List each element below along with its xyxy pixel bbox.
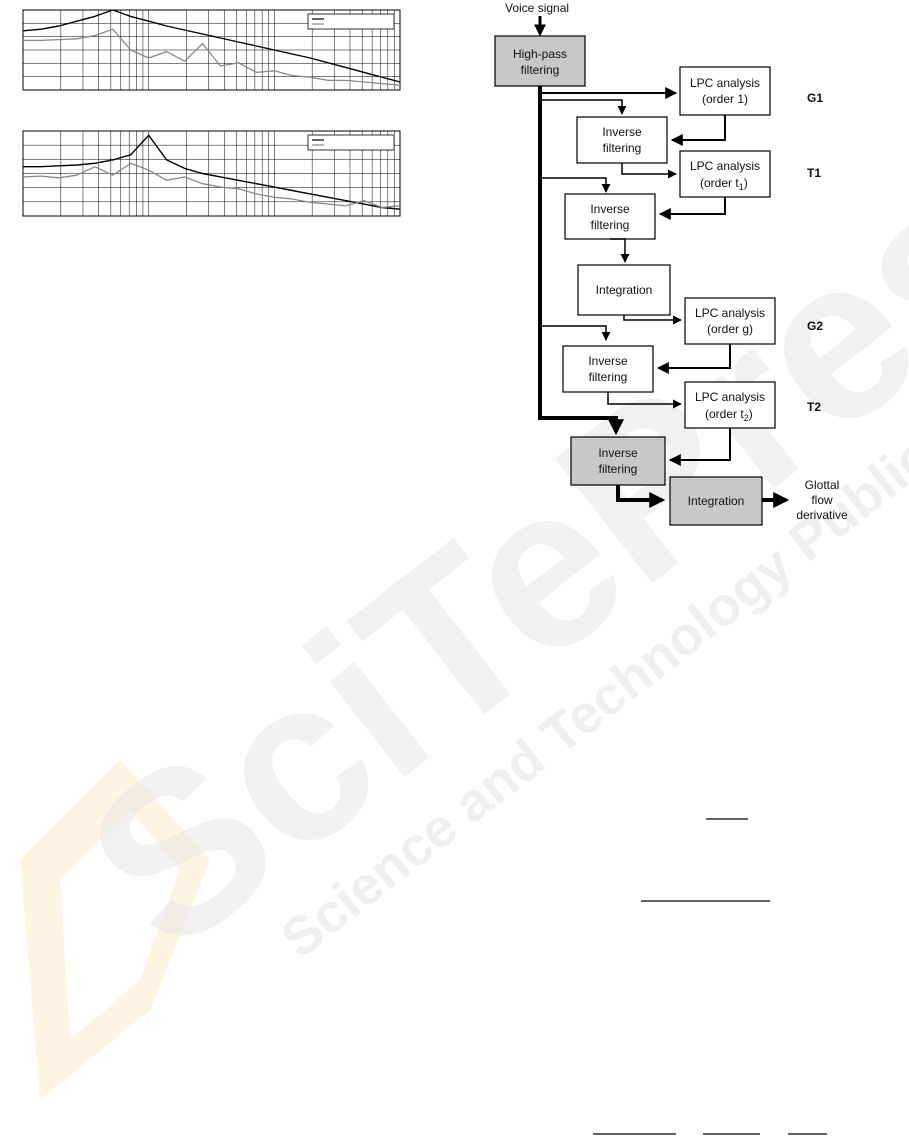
svg-text:filtering: filtering — [603, 141, 642, 155]
integration1-to-lpc-g — [623, 315, 682, 325]
lpc-analysis-order-t2-box: LPC analysis (order t2) — [684, 381, 776, 429]
svg-text:Integration: Integration — [596, 283, 653, 297]
series-line-1 — [23, 134, 401, 210]
main-signal-path — [538, 86, 624, 436]
svg-text:filtering: filtering — [521, 63, 560, 77]
svg-text:(order t2): (order t2) — [705, 407, 753, 423]
highpass-filtering-box: High-pass filtering — [494, 35, 586, 87]
inverse-filtering-final-box: Inverse filtering — [570, 436, 666, 486]
svg-text:filtering: filtering — [589, 370, 628, 384]
lpc-analysis-order-t1-box: LPC analysis (order t1) — [679, 150, 771, 198]
svg-text:LPC analysis: LPC analysis — [695, 306, 765, 320]
integration-1-box: Integration — [577, 264, 671, 316]
lpc-t1-to-inverse2 — [658, 197, 726, 220]
watermark-logo-shape — [20, 760, 210, 1100]
legend-box — [307, 13, 395, 30]
svg-text:flow: flow — [811, 493, 833, 507]
lpc-analysis-order-g-box: LPC analysis (order g) — [684, 297, 776, 345]
svg-text:Inverse: Inverse — [598, 446, 638, 460]
stage-label-t1: T1 — [807, 166, 821, 180]
inverse1-to-lpc-t1 — [621, 163, 677, 179]
series-line-1 — [22, 9, 401, 83]
branch-to-inverse3 — [542, 325, 611, 341]
spectrum-plot-2 — [22, 130, 401, 217]
series-line-2 — [23, 28, 401, 86]
lpc1-to-inverse1 — [670, 115, 726, 146]
svg-text:(order g): (order g) — [707, 322, 753, 336]
output-label: Glottal flow derivative — [796, 478, 848, 522]
inverse-filtering-1-box: Inverse filtering — [576, 116, 668, 164]
svg-text:Inverse: Inverse — [588, 354, 628, 368]
legend-box — [307, 134, 395, 151]
svg-text:Inverse: Inverse — [602, 125, 642, 139]
inverse-final-to-integration-final — [616, 485, 666, 508]
inverse-filtering-3-box: Inverse filtering — [562, 345, 654, 393]
inverse-filtering-2-box: Inverse filtering — [564, 193, 656, 240]
branch-to-inverse1 — [542, 99, 627, 115]
svg-text:derivative: derivative — [796, 508, 848, 522]
integration-final-box: Integration — [669, 476, 763, 526]
svg-text:LPC analysis: LPC analysis — [690, 159, 760, 173]
spectrum-plot-1 — [22, 9, 401, 91]
stage-label-t2: T2 — [807, 400, 821, 414]
svg-text:filtering: filtering — [599, 462, 638, 476]
inverse2-to-integration1 — [610, 238, 630, 263]
svg-text:LPC analysis: LPC analysis — [690, 76, 760, 90]
lpc-t2-to-inverse-final — [668, 428, 731, 466]
svg-text:Inverse: Inverse — [590, 202, 630, 216]
series-line-2 — [22, 162, 401, 209]
lpc-g-to-inverse3 — [656, 344, 731, 374]
svg-text:(order t1): (order t1) — [700, 176, 748, 192]
lpc-analysis-order-1-box: LPC analysis (order 1) — [679, 66, 771, 116]
svg-text:High-pass: High-pass — [513, 47, 567, 61]
stage-label-g1: G1 — [807, 91, 823, 105]
svg-text:Glottal: Glottal — [805, 478, 840, 492]
inverse3-to-lpc-t2 — [607, 392, 682, 409]
stage-label-g2: G2 — [807, 319, 823, 333]
svg-text:Integration: Integration — [688, 494, 745, 508]
input-label: Voice signal — [505, 1, 569, 15]
svg-text:(order 1): (order 1) — [702, 92, 748, 106]
svg-text:filtering: filtering — [591, 218, 630, 232]
branch-to-inverse2 — [542, 177, 611, 193]
svg-text:LPC analysis: LPC analysis — [695, 390, 765, 404]
